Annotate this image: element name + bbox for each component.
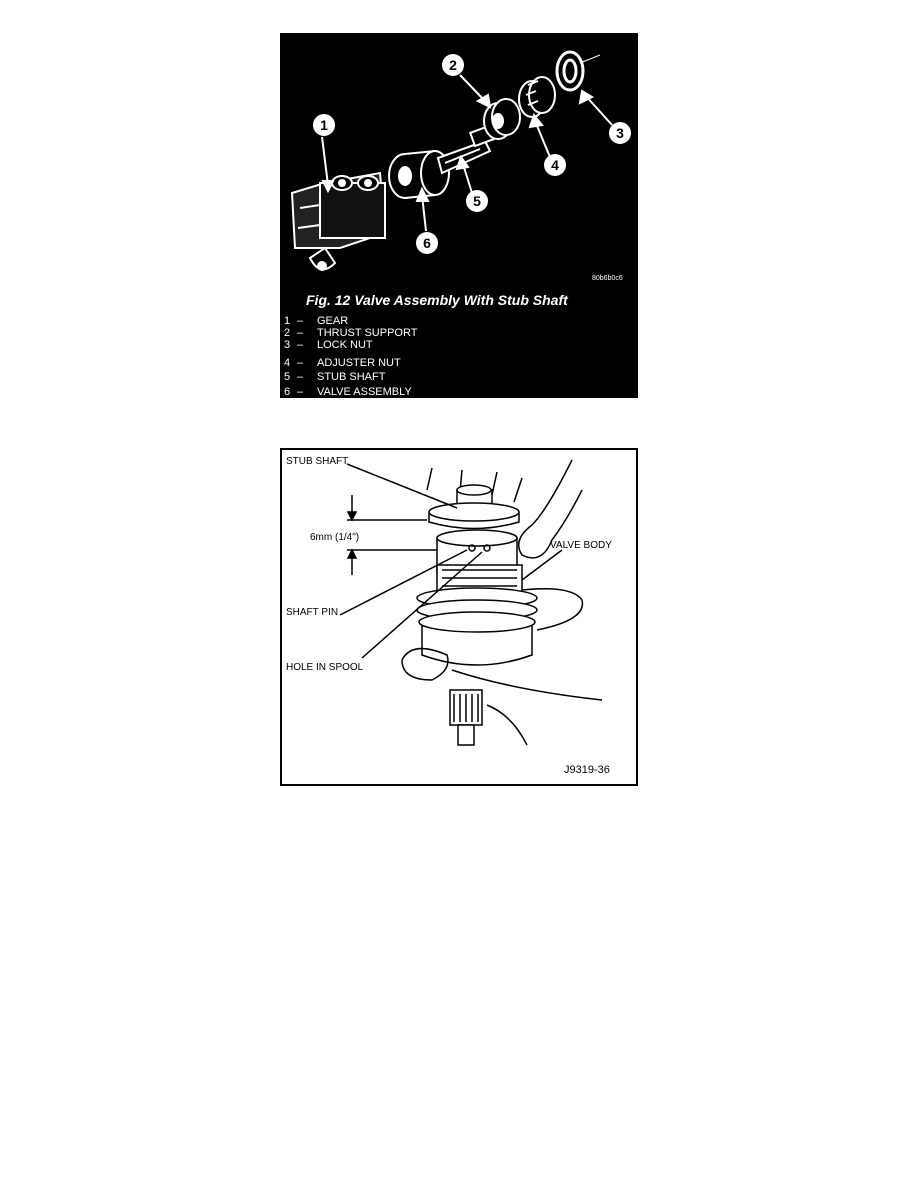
svg-text:–: – [297, 371, 304, 383]
svg-text:3: 3 [616, 125, 624, 141]
legend-item-6: 6 – VALVE ASSEMBLY [284, 386, 412, 398]
legend-item-2: 2 – THRUST SUPPORT [284, 327, 418, 339]
label-valve-body: VALVE BODY [550, 540, 612, 551]
svg-text:1: 1 [320, 117, 328, 133]
svg-text:5: 5 [473, 193, 481, 209]
label-shaft-pin: SHAFT PIN [286, 607, 338, 618]
callout-1: 1 [313, 114, 335, 136]
svg-text:2: 2 [449, 57, 457, 73]
svg-text:4: 4 [551, 157, 559, 173]
figure1-image-code: 80b6b0c6 [592, 275, 623, 282]
svg-text:–: – [297, 357, 304, 369]
figure1-caption: Fig. 12 Valve Assembly With Stub Shaft [306, 292, 569, 308]
svg-text:3: 3 [284, 339, 290, 351]
callout-arrows [321, 74, 613, 232]
svg-text:–: – [297, 315, 304, 327]
valve-assembly-part [388, 150, 450, 199]
svg-text:4: 4 [284, 357, 290, 369]
label-stub-shaft: STUB SHAFT [286, 456, 348, 467]
svg-text:6: 6 [284, 386, 290, 398]
svg-text:–: – [297, 339, 304, 351]
figure-valve-assembly: 1 2 3 4 5 6 80b6b0c6 Fig. 12 Valve Assem… [280, 33, 638, 398]
figure-valve-body: STUB SHAFT 6mm (1/4") VALVE BODY SHAFT P… [280, 448, 638, 786]
svg-text:6: 6 [423, 235, 431, 251]
valve-body-drawing [339, 459, 603, 746]
legend-item-3: 3 – LOCK NUT [284, 339, 373, 351]
legend-item-5: 5 – STUB SHAFT [284, 371, 386, 383]
svg-text:VALVE ASSEMBLY: VALVE ASSEMBLY [317, 386, 412, 398]
svg-text:ADJUSTER NUT: ADJUSTER NUT [317, 357, 401, 369]
label-hole-in-spool: HOLE IN SPOOL [286, 662, 364, 673]
callout-4: 4 [544, 154, 566, 176]
callout-2: 2 [442, 54, 464, 76]
figure1-legend: 1 – GEAR 2 – THRUST SUPPORT 3 – LOCK NUT… [284, 315, 418, 398]
figure2-image-code: J9319-36 [564, 764, 610, 776]
figure1-drawing: 1 2 3 4 5 6 80b6b0c6 Fig. 12 Valve Assem… [284, 50, 631, 398]
legend-item-1: 1 – GEAR [284, 315, 348, 327]
svg-text:GEAR: GEAR [317, 315, 348, 327]
svg-text:THRUST SUPPORT: THRUST SUPPORT [317, 327, 418, 339]
adjuster-nut-part [518, 76, 556, 118]
callout-3: 3 [609, 122, 631, 144]
svg-text:5: 5 [284, 371, 290, 383]
svg-text:LOCK NUT: LOCK NUT [317, 339, 373, 351]
callout-5: 5 [466, 190, 488, 212]
gear-housing [290, 171, 387, 271]
svg-text:–: – [297, 327, 304, 339]
label-dimension: 6mm (1/4") [310, 532, 359, 543]
svg-text:2: 2 [284, 327, 290, 339]
svg-text:–: – [297, 386, 304, 398]
legend-item-4: 4 – ADJUSTER NUT [284, 357, 401, 369]
figure2-drawing: STUB SHAFT 6mm (1/4") VALVE BODY SHAFT P… [286, 456, 612, 776]
thrust-support-part [483, 98, 521, 140]
svg-text:1: 1 [284, 315, 290, 327]
svg-text:STUB SHAFT: STUB SHAFT [317, 371, 386, 383]
callout-6: 6 [416, 232, 438, 254]
lock-nut-part [555, 50, 601, 92]
